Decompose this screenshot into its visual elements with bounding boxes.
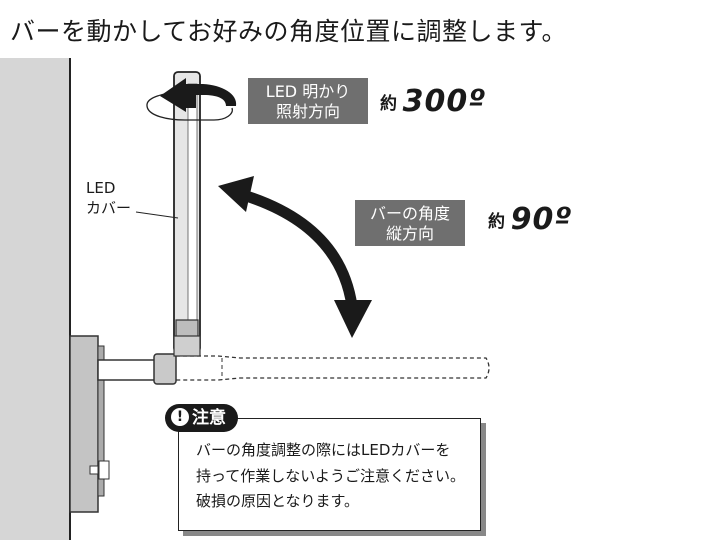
bar-angle-value: 約 90º [488, 202, 572, 237]
bar-vertical [173, 71, 201, 357]
rotation-label-line-1: LED 明かり [265, 82, 351, 101]
bar-angle-approx-prefix: 約 [488, 212, 505, 232]
bar-angle-label-line-1: バーの角度 [369, 204, 450, 223]
bar-angle-tag: バーの角度 縦方向 [355, 200, 465, 246]
rotation-angle-value: 約 300º [380, 84, 486, 119]
exclamation-icon: ! [171, 408, 189, 426]
rotation-degree: 300º [402, 84, 487, 119]
rotation-approx-prefix: 約 [380, 94, 397, 114]
bar-horizontal-dashed [176, 355, 490, 381]
bar-angle-degree: 90º [510, 202, 573, 237]
cover-leader-line [135, 211, 179, 219]
led-cover-label-line-2: カバー [86, 199, 132, 217]
caution-box [178, 418, 481, 531]
caution-line-2: 持って作業しないようご注意ください。 [196, 466, 465, 485]
led-cover-label: LED カバー [86, 178, 131, 218]
rotation-direction-tag: LED 明かり 照射方向 [248, 78, 368, 124]
angle-arrow [218, 176, 372, 338]
caution-text: バーの角度調整の際にはLEDカバーを 持って作業しないようご注意ください。 破損… [196, 438, 465, 515]
led-cover-label-line-1: LED [86, 179, 116, 197]
rotation-label-line-2: 照射方向 [275, 102, 340, 121]
rotation-arrow [146, 78, 237, 121]
bar-angle-label-line-2: 縦方向 [385, 224, 434, 243]
wall [0, 58, 70, 540]
mounting-box [69, 335, 110, 513]
caution-line-3: 破損の原因となります。 [196, 492, 360, 510]
caution-badge: !注意 [165, 404, 238, 432]
caution-line-1: バーの角度調整の際にはLEDカバーを [196, 441, 451, 459]
arm [97, 353, 177, 385]
instruction-heading: バーを動かしてお好みの角度位置に調整します。 [10, 17, 568, 46]
caution-badge-label: 注意 [192, 408, 226, 428]
